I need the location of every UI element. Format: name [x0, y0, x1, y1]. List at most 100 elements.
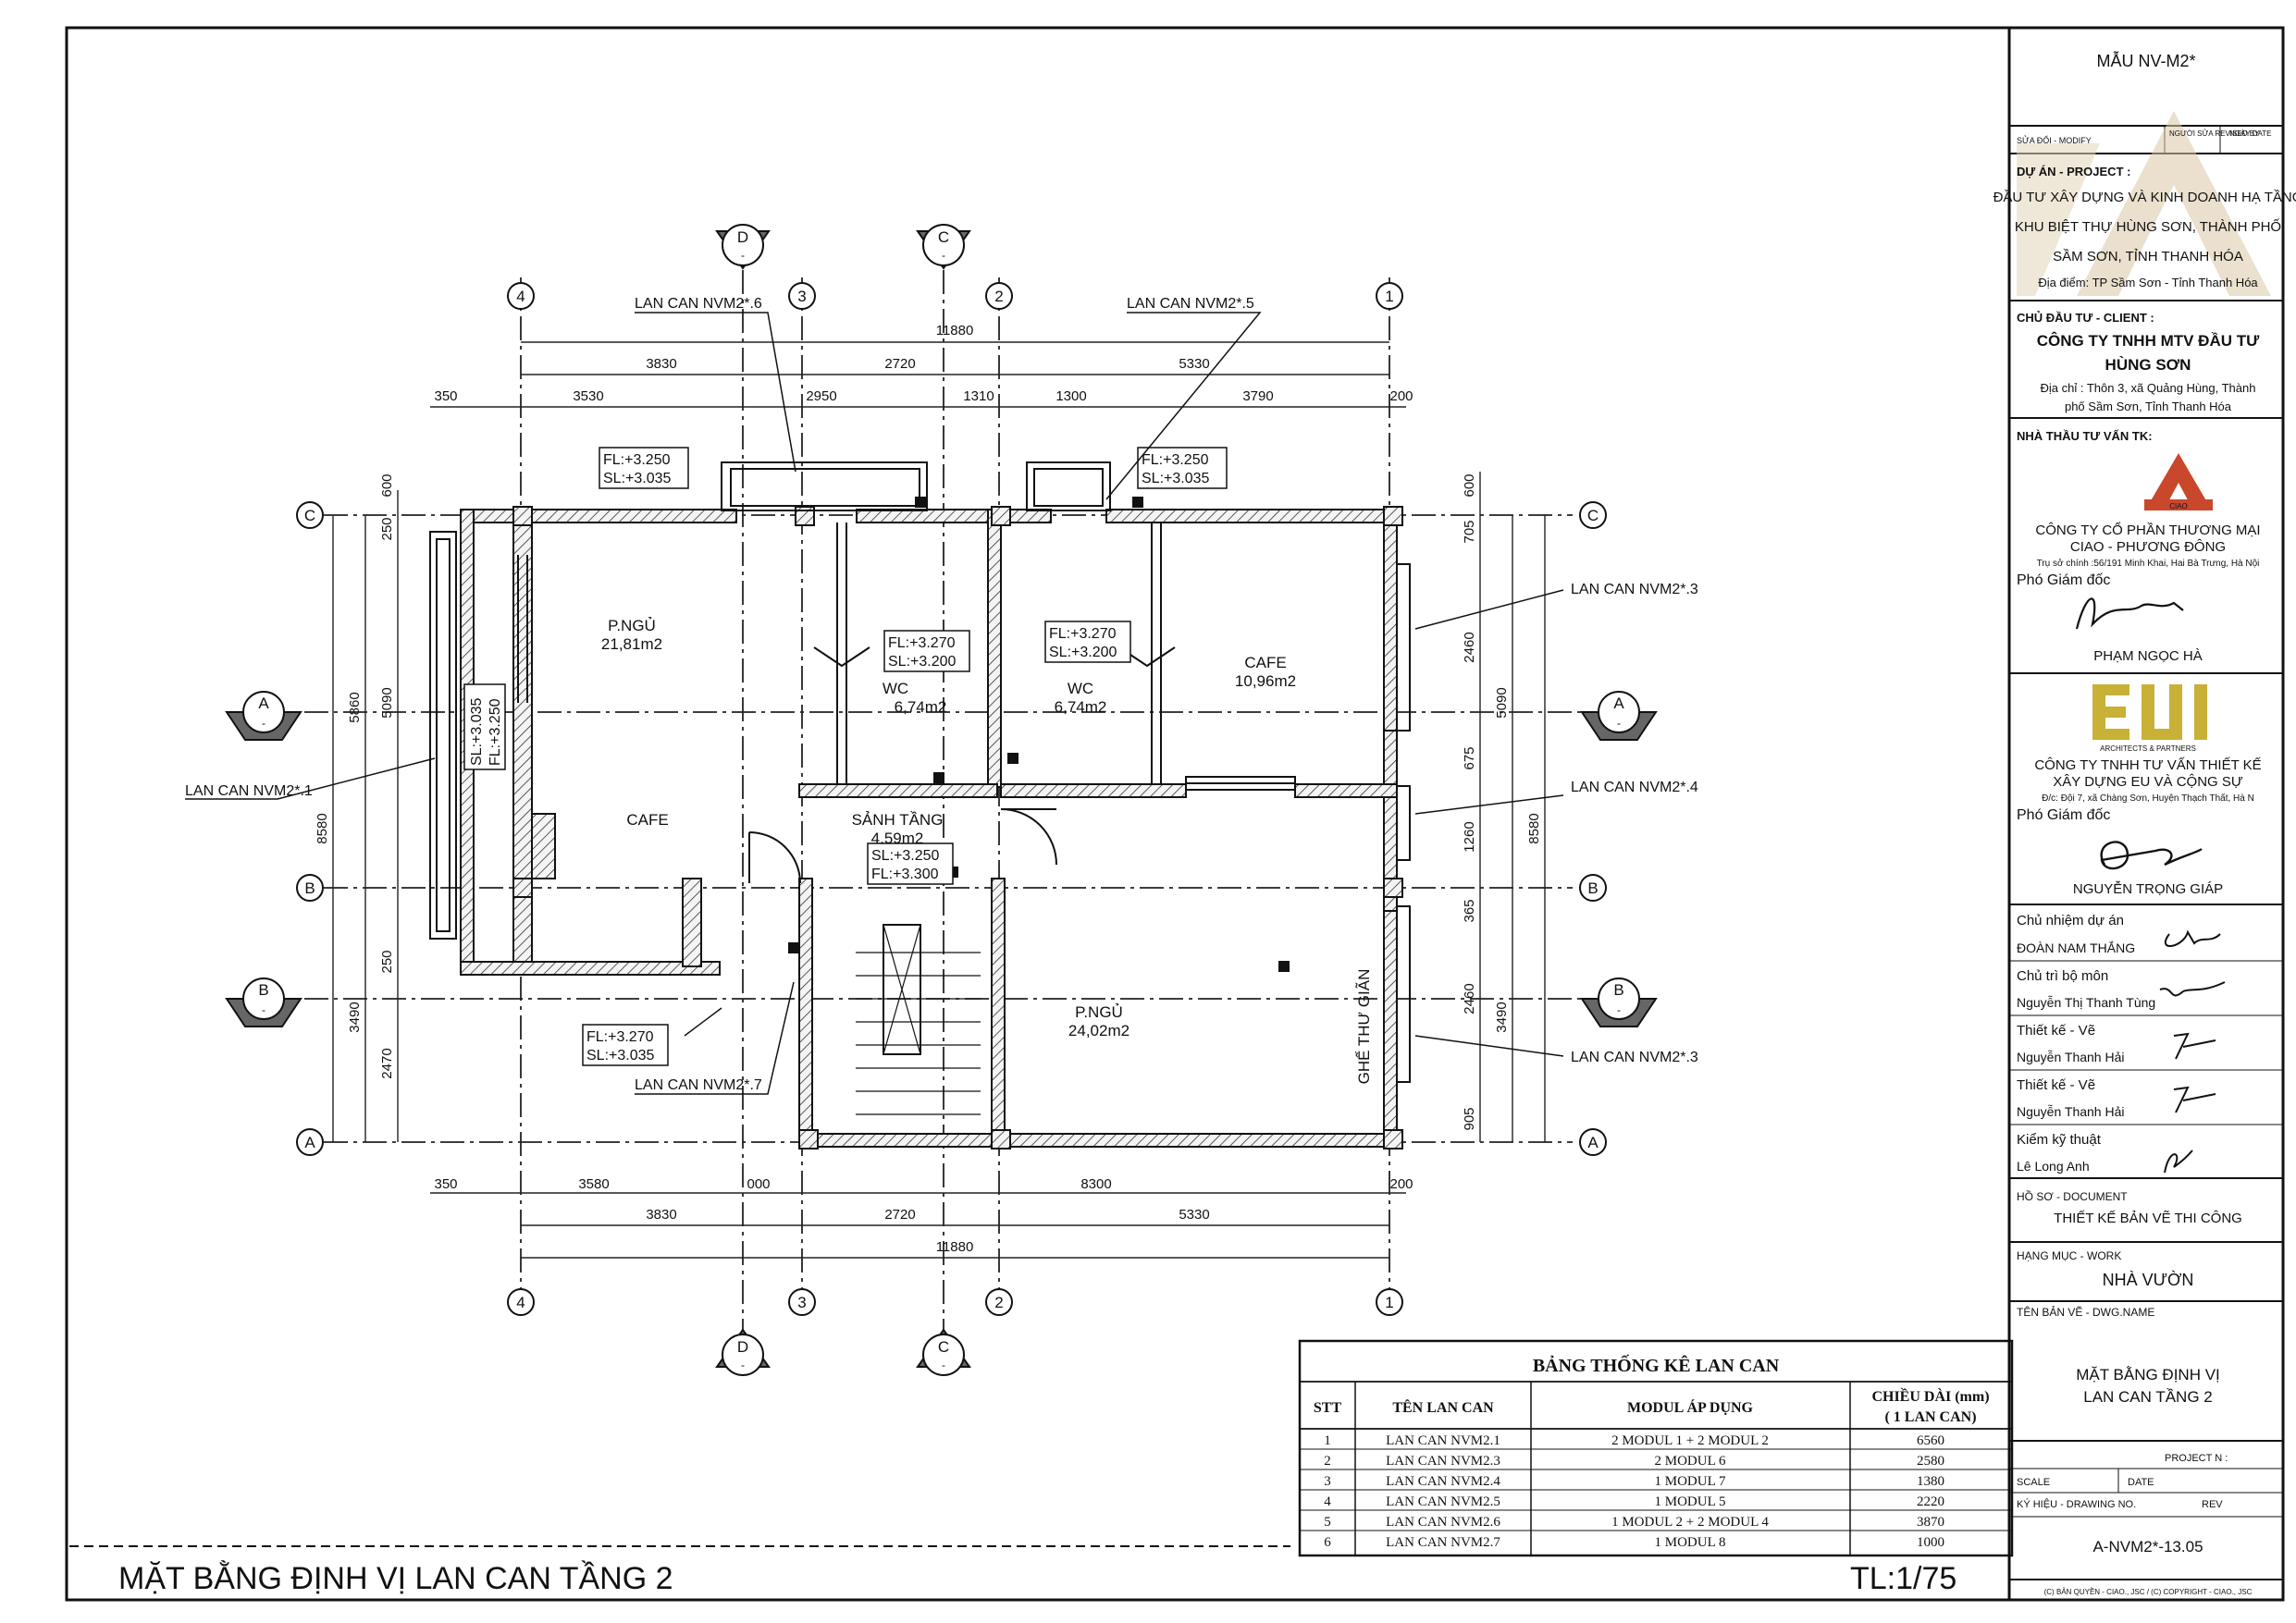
railing-table	[1298, 1339, 2014, 1557]
axis-label: 1	[1385, 1294, 1393, 1311]
wall-cafe-bottom	[1294, 783, 1398, 798]
dimension-lines	[332, 341, 1546, 1259]
signature-2	[2100, 841, 2203, 870]
table-header: ( 1 LAN CAN)	[1884, 1409, 1976, 1425]
table-cell: LAN CAN NVM2.4	[1386, 1474, 1500, 1489]
staff-role: Chủ trì bộ môn	[2017, 968, 2108, 984]
scale-label: SCALE	[2017, 1477, 2050, 1488]
level-tag-vertical: SL:+3.035 FL:+3.250	[463, 683, 506, 770]
dim-text: 5860	[347, 692, 363, 722]
dim-text: 365	[1462, 899, 1477, 922]
wall-right-upper	[1383, 509, 1398, 742]
table-cell: 1000	[1917, 1535, 1944, 1550]
room-area: 24,02m2	[1068, 1022, 1129, 1039]
drawing-number-label: KÝ HIỆU - DRAWING NO.	[2017, 1498, 2136, 1510]
client-address: Địa chỉ : Thôn 3, xã Quảng Hùng, Thành	[2041, 381, 2256, 395]
signer-name: NGUYỄN TRỌNG GIÁP	[2073, 881, 2223, 897]
railing-right-2	[1396, 785, 1411, 861]
title-block	[2009, 125, 2283, 1580]
consultant-name: CIAO - PHƯƠNG ĐÔNG	[2070, 539, 2226, 555]
svg-text:FL:+3.250: FL:+3.250	[488, 698, 503, 766]
rev-label: REV	[2202, 1499, 2223, 1510]
axis-label: 4	[516, 288, 525, 305]
table-cell: LAN CAN NVM2.3	[1386, 1454, 1500, 1469]
table-cell: 2 MODUL 1 + 2 MODUL 2	[1611, 1433, 1769, 1448]
wall-stair-right	[991, 878, 1006, 1148]
axis-label: C	[304, 507, 315, 524]
svg-text:ARCHITECTS & PARTNERS: ARCHITECTS & PARTNERS	[2100, 744, 2196, 753]
railing-label: LAN CAN NVM2*.1	[185, 783, 313, 799]
staff-role: Kiểm kỹ thuật	[2017, 1132, 2102, 1148]
date-label: DATE	[2128, 1477, 2154, 1488]
dim-text: 5330	[1179, 1207, 1209, 1223]
section-label: A	[258, 695, 269, 712]
railing-label: LAN CAN NVM2*.6	[635, 296, 762, 312]
dim-text: 250	[379, 517, 395, 540]
axis-label: 3	[797, 288, 806, 305]
wall-bottom-right	[798, 1133, 1398, 1148]
table-cell: 5	[1324, 1515, 1331, 1530]
dim-text: 600	[1462, 473, 1477, 497]
dim-text: 1310	[963, 388, 994, 404]
table-cell: 1 MODUL 2 + 2 MODUL 4	[1611, 1515, 1769, 1530]
room-name: WC	[883, 680, 908, 697]
dim-text: 2720	[884, 1207, 915, 1223]
signer-role: Phó Giám đốc	[2017, 572, 2110, 588]
dim-text: 350	[434, 1176, 457, 1192]
axis-label: A	[304, 1134, 315, 1151]
dim-text: 2470	[379, 1048, 395, 1078]
room-name: P.NGỦ	[1075, 1003, 1123, 1021]
drawing-title: MẶT BẰNG ĐỊNH VỊ LAN CAN TẦNG 2	[118, 1561, 673, 1596]
staff-signatures	[2159, 929, 2226, 1174]
room-name: CAFE	[1244, 654, 1286, 671]
section-label: C	[938, 1338, 949, 1356]
sheet-border	[65, 26, 2285, 1602]
svg-text:SL:+3.200: SL:+3.200	[1049, 645, 1117, 660]
wall-top-right	[1105, 509, 1398, 523]
axis-label: 1	[1385, 288, 1393, 305]
dim-text: 1300	[1055, 388, 1086, 404]
table-cell: 2	[1324, 1454, 1331, 1469]
table-cell: LAN CAN NVM2.6	[1386, 1515, 1500, 1530]
axis-label: 4	[516, 1294, 525, 1311]
axis-label: B	[304, 879, 315, 897]
dim-text: 5330	[1179, 356, 1209, 372]
svg-text:FL:+3.250: FL:+3.250	[1142, 452, 1209, 468]
doc-value: THIẾT KẾ BẢN VẼ THI CÔNG	[2054, 1211, 2242, 1226]
svg-text:SL:+3.035: SL:+3.035	[603, 471, 672, 486]
table-cell: LAN CAN NVM2.7	[1386, 1535, 1500, 1550]
work-label: HẠNG MỤC - WORK	[2017, 1249, 2121, 1262]
doc-label: HỒ SƠ - DOCUMENT	[2017, 1189, 2128, 1203]
section-sub: -	[262, 717, 265, 730]
axis-label: A	[1587, 1134, 1599, 1151]
balcony-left	[429, 531, 457, 940]
staff-role: Thiết kế - Vẽ	[2017, 1077, 2095, 1093]
table-cell: 4	[1324, 1494, 1331, 1509]
client-name: CÔNG TY TNHH MTV ĐẦU TƯ	[2037, 332, 2260, 350]
axis-label: 2	[994, 1294, 1003, 1311]
table-cell: 2220	[1917, 1494, 1944, 1509]
wall-lobby-top-left	[798, 783, 998, 798]
balcony-top-right	[1026, 461, 1111, 511]
wall-right-lower	[1383, 910, 1398, 1148]
dim-text: 8300	[1080, 1176, 1111, 1192]
staff-name: Nguyễn Thị Thanh Tùng	[2017, 995, 2155, 1010]
dwg-value: MẶT BẰNG ĐỊNH VỊ	[2076, 1366, 2220, 1383]
svg-text:FL:+3.270: FL:+3.270	[586, 1029, 654, 1045]
staff-name: Nguyễn Thanh Hải	[2017, 1104, 2124, 1119]
room-area: 10,96m2	[1235, 672, 1296, 690]
table-cell: LAN CAN NVM2.1	[1386, 1433, 1500, 1448]
table-cell: 1 MODUL 7	[1655, 1474, 1726, 1489]
staff-name: Nguyễn Thanh Hải	[2017, 1050, 2124, 1064]
section-sub: -	[1617, 1003, 1621, 1016]
dim-text: 11880	[936, 1239, 974, 1255]
dim-text: 705	[1462, 520, 1477, 543]
staff-role: Chủ nhiệm dự án	[2017, 913, 2124, 928]
railing-right-3	[1396, 905, 1411, 1083]
signer-name: PHẠM NGỌC HÀ	[2093, 648, 2203, 664]
svg-text:SL:+3.250: SL:+3.250	[871, 848, 940, 864]
template-code: MẪU NV-M2*	[2096, 51, 2195, 70]
dim-text: 2460	[1462, 983, 1477, 1014]
